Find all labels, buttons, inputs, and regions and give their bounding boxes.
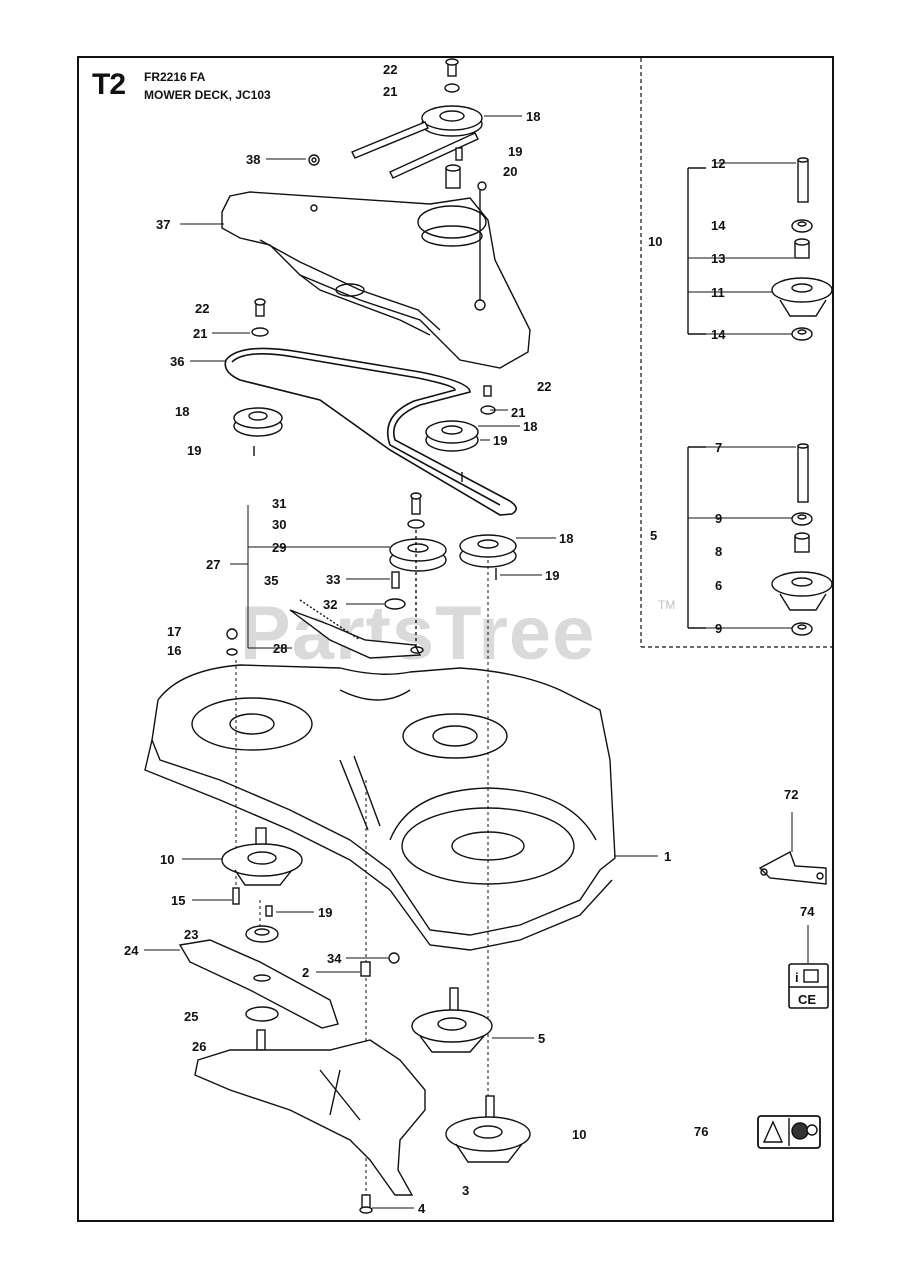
callout-c36: 2 [302,965,309,980]
discharge-deflector [194,1039,426,1196]
callout-c48: 10 [648,234,662,249]
callout-c31: 15 [171,893,185,908]
callout-c2: 21 [383,84,397,99]
callout-c24: 19 [545,568,559,583]
mower-deck [144,664,616,951]
callout-c7: 37 [156,217,170,232]
callout-c3: 18 [526,109,540,124]
bracket-72 [758,851,827,885]
callout-c18: 30 [272,517,286,532]
drive-belt [224,347,517,516]
decal-74: i CE [788,963,829,1009]
callout-c23: 33 [326,572,340,587]
callout-c45: 74 [800,904,815,919]
callout-c56: 6 [715,578,722,593]
callout-c38: 26 [192,1039,206,1054]
callout-c19: 29 [272,540,286,555]
page-title: T2 [92,68,126,101]
callout-c49: 13 [711,251,725,266]
bolt-34 [360,952,400,977]
callout-c43: 76 [694,1124,708,1139]
bolt-22-left [251,298,269,337]
inset-separator [640,58,833,648]
callout-c47: 14 [711,218,726,233]
callout-c32: 19 [318,905,332,920]
callout-c8: 22 [195,301,209,316]
pulley-center [425,385,496,482]
callout-c55: 8 [715,544,722,559]
inset-spindle-5 [687,443,833,636]
callout-c25: 32 [323,597,337,612]
decal-74-ce-mark: CE [798,992,816,1007]
callout-c52: 7 [715,440,722,455]
callout-c50: 11 [711,285,725,300]
callout-c41: 3 [462,1183,469,1198]
callout-c14: 21 [511,405,525,420]
callout-c1: 22 [383,62,397,77]
callout-c17: 31 [272,496,286,511]
nut-38 [308,154,320,166]
callout-c53: 9 [715,511,722,526]
callout-c13: 22 [537,379,551,394]
spindle-left [221,827,303,943]
callout-c10: 36 [170,354,184,369]
callout-c11: 18 [175,404,189,419]
callout-c30: 10 [160,852,174,867]
callout-c37: 25 [184,1009,198,1024]
callout-c29: 1 [664,849,671,864]
bolt-4 [359,1194,373,1214]
callout-c46: 12 [711,156,725,171]
section-title: MOWER DECK, JC103 [144,88,271,102]
callout-c57: 9 [715,621,722,636]
callout-c5: 19 [508,144,522,159]
callout-c51: 14 [711,327,726,342]
spindle-right [445,1095,531,1163]
diagram-frame [77,56,834,1222]
callout-c12: 19 [187,443,201,458]
callout-c54: 5 [650,528,657,543]
inset-spindle-10 [687,157,833,341]
callout-c26: 17 [167,624,181,639]
watermark: PartsTree [240,591,596,676]
callout-c42: 4 [418,1201,426,1216]
leader-lines [144,115,809,1209]
decal-74-info-mark: i [795,970,799,985]
callout-c16: 19 [493,433,507,448]
top-idler-pulley [351,58,483,189]
callout-c40: 10 [572,1127,586,1142]
bolt-17 [226,628,238,656]
callout-c22: 35 [264,573,278,588]
callout-c33: 23 [184,927,198,942]
decal-76 [757,1115,821,1149]
callout-c28: 28 [273,641,287,656]
callout-c9: 21 [193,326,207,341]
callout-c6: 20 [503,164,517,179]
callout-c34: 24 [124,943,139,958]
spindle-center [411,987,493,1053]
blade [178,939,339,1051]
callout-c39: 5 [538,1031,545,1046]
callout-c35: 34 [327,951,342,966]
callout-c44: 72 [784,787,798,802]
callout-c27: 16 [167,643,181,658]
model-number: FR2216 FA [144,70,206,84]
callout-labels: 22 21 18 38 19 20 37 22 21 36 18 19 22 2… [124,62,815,1216]
pulley-left [233,407,283,456]
callout-c4: 38 [246,152,260,167]
callout-c15: 18 [523,419,537,434]
callout-c20: 27 [206,557,220,572]
idler-arm-assembly [289,492,447,659]
watermark-trademark: TM [658,598,676,612]
callout-c21: 18 [559,531,573,546]
belt-cover [221,181,531,369]
